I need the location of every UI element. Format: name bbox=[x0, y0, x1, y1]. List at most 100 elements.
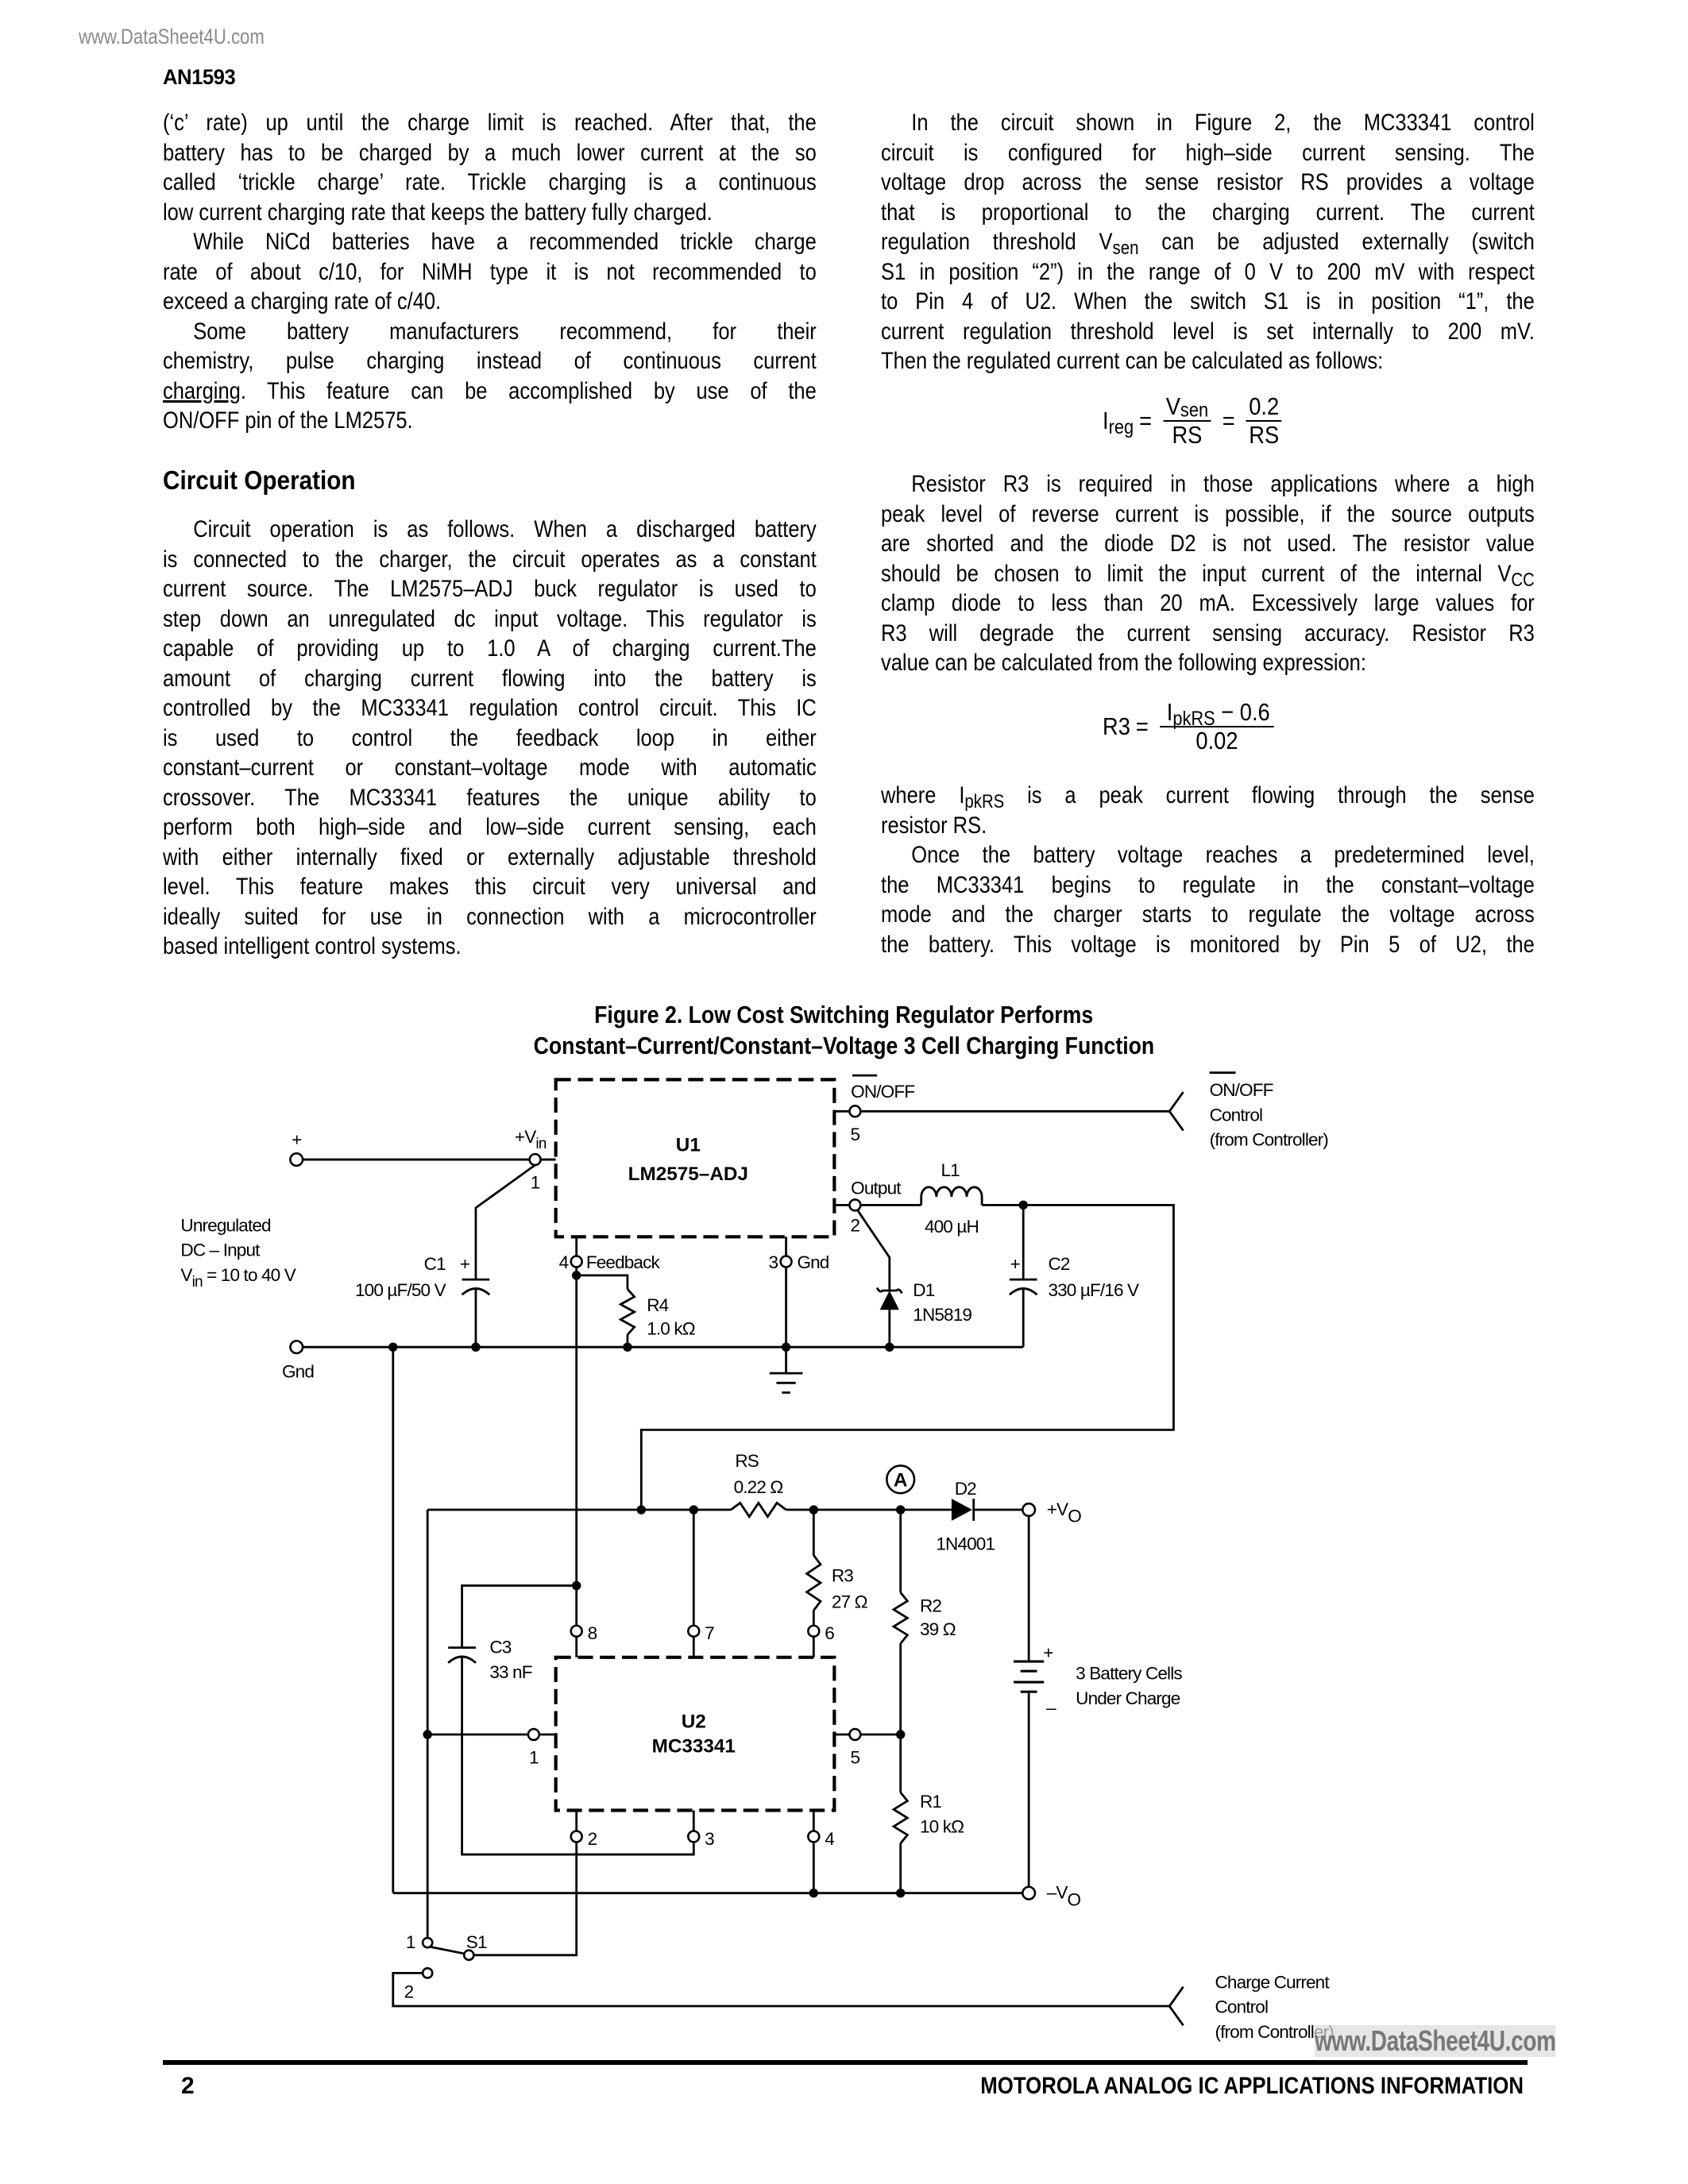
label: ON/OFF bbox=[1210, 1080, 1273, 1100]
inductor-l1 bbox=[920, 1186, 983, 1206]
pin-terminal bbox=[848, 1727, 862, 1742]
label: 330 µF/16 V bbox=[1048, 1280, 1139, 1300]
text-line: Once the battery voltage reaches a prede… bbox=[911, 842, 1535, 868]
wire-c3 bbox=[461, 1584, 695, 1856]
text-line: should be chosen to limit the input curr… bbox=[881, 559, 1535, 589]
junction-dot bbox=[895, 1888, 906, 1898]
label: 3 Battery Cells bbox=[1076, 1664, 1182, 1684]
eq-lhs: Ireg bbox=[1103, 407, 1134, 438]
eq-numerator: IpkRS − 0.6 bbox=[1159, 698, 1274, 729]
terminal-input-plus bbox=[289, 1152, 304, 1167]
text-line: that is proportional to the charging cur… bbox=[881, 199, 1535, 226]
equation-ireg: Ireg = Vsen RS = 0.2 RS bbox=[1103, 393, 1288, 449]
label: Under Charge bbox=[1076, 1688, 1180, 1708]
pin-label: 6 bbox=[825, 1623, 834, 1643]
text-line: the MC33341 begins to regulate in the co… bbox=[881, 871, 1535, 898]
watermark-top: www.DataSheet4U.com bbox=[79, 25, 265, 48]
text-line: In the circuit shown in Figure 2, the MC… bbox=[911, 110, 1535, 136]
junction-dot bbox=[636, 1505, 647, 1515]
text-line: current regulation threshold level is se… bbox=[881, 318, 1535, 345]
pin-label: 8 bbox=[588, 1623, 597, 1643]
eq-symbol: I bbox=[1166, 698, 1173, 726]
pin-label: 1 bbox=[529, 1747, 539, 1767]
text-line: chemistry, pulse charging instead of con… bbox=[163, 348, 817, 374]
pin-label: 5 bbox=[851, 1125, 860, 1144]
paragraph: (‘c’ rate) up until the charge limit is … bbox=[163, 108, 817, 227]
pin-terminal bbox=[570, 1830, 583, 1843]
text-line: the battery. This voltage is monitored b… bbox=[881, 931, 1535, 958]
watermark-bottom: www.DataSheet4U.com bbox=[1315, 2024, 1556, 2057]
text-line: perform both high–side and low–side curr… bbox=[163, 814, 817, 840]
switch-contact bbox=[421, 1966, 434, 1979]
text-line: is used to control the feedback loop in … bbox=[163, 724, 817, 751]
connector-arrow-icon bbox=[1168, 1091, 1184, 1132]
label: 2 bbox=[404, 1982, 414, 2002]
diode-d1 bbox=[879, 1291, 899, 1310]
eq-term: − 0.6 bbox=[1215, 698, 1270, 726]
text-line: where IpkRS is a peak current flowing th… bbox=[881, 781, 1535, 811]
junction-dot bbox=[571, 1580, 581, 1591]
capacitor-c2 bbox=[1008, 1278, 1038, 1296]
pin-terminal bbox=[687, 1624, 701, 1638]
label: V bbox=[180, 1265, 192, 1285]
caption-text: Figure 2. Low Cost Switching Regulator P… bbox=[594, 1001, 1094, 1028]
label: D2 bbox=[955, 1479, 976, 1499]
label-subscript: in bbox=[535, 1136, 546, 1152]
text-line: low current charging rate that keeps the… bbox=[163, 199, 713, 226]
text-segment: regulation threshold V bbox=[881, 229, 1113, 255]
text-line: circuit is configured for high–side curr… bbox=[881, 139, 1535, 166]
text-segment: can be adjusted externally (switch bbox=[1138, 229, 1535, 255]
label: + bbox=[460, 1254, 470, 1274]
circuit-labels: + +Vin 1 U1 LM2575–ADJ Unregulated DC – … bbox=[180, 1080, 1335, 2042]
text-line: step down an unregulated dc input voltag… bbox=[163, 605, 817, 632]
u1-block bbox=[554, 1078, 836, 1239]
switch-contact bbox=[462, 1949, 475, 1962]
paragraph: While NiCd batteries have a recommended … bbox=[163, 227, 817, 317]
label: R2 bbox=[920, 1596, 941, 1616]
label: 1N5819 bbox=[913, 1305, 971, 1325]
pin-label: 3 bbox=[768, 1252, 778, 1272]
text-line: capable of providing up to 1.0 A of char… bbox=[163, 635, 817, 662]
equation-r3: R3 = IpkRS − 0.6 0.02 bbox=[1103, 699, 1280, 754]
eq-equals: = bbox=[1139, 407, 1153, 434]
label: Unregulated bbox=[180, 1215, 271, 1235]
junction-dot bbox=[885, 1342, 894, 1352]
pin-terminal bbox=[527, 1727, 541, 1742]
label: Control bbox=[1210, 1105, 1263, 1125]
diode-d2 bbox=[951, 1499, 972, 1521]
text-line: While NiCd batteries have a recommended … bbox=[193, 229, 817, 255]
text-line: level. This feature makes this circuit v… bbox=[163, 874, 817, 900]
eq-symbol: V bbox=[1165, 392, 1180, 420]
text-line: clamp diode to less than 20 mA. Excessiv… bbox=[881, 590, 1535, 616]
label: C2 bbox=[1048, 1254, 1069, 1274]
label: 33 nF bbox=[489, 1662, 531, 1682]
label-subscript: O bbox=[1068, 1889, 1081, 1909]
pin-terminal bbox=[848, 1105, 862, 1118]
u2-part: MC33341 bbox=[652, 1736, 736, 1758]
junction-dot bbox=[781, 1342, 791, 1352]
wire-charge-current-control bbox=[392, 1971, 1170, 2008]
pin-label: 2 bbox=[588, 1829, 597, 1849]
text-line: battery has to be charged by a much lowe… bbox=[163, 139, 817, 166]
eq-fraction: IpkRS − 0.6 0.02 bbox=[1159, 698, 1274, 754]
pin-terminal bbox=[807, 1830, 821, 1843]
pin-label: 3 bbox=[705, 1829, 714, 1849]
figure-caption-line1: Figure 2. Low Cost Switching Regulator P… bbox=[0, 1001, 1688, 1029]
pin-terminal bbox=[528, 1152, 542, 1167]
text-line: regulation threshold Vsen can be adjuste… bbox=[881, 227, 1535, 257]
pin-label: 4 bbox=[825, 1829, 834, 1849]
label: +V bbox=[1047, 1499, 1068, 1519]
text-line: Then the regulated current can be calcul… bbox=[881, 348, 1384, 374]
wire-u2-top-pins bbox=[575, 1510, 815, 1657]
text-segment: . This feature can be accomplished by us… bbox=[240, 377, 817, 404]
label: 1N4001 bbox=[936, 1534, 995, 1553]
text-line: to Pin 4 of U2. When the switch S1 is in… bbox=[881, 288, 1535, 314]
paragraph: Circuit operation is as follows. When a … bbox=[163, 515, 817, 962]
text-line: S1 in position “2”) in the range of 0 V … bbox=[881, 258, 1535, 285]
eq-fraction: Vsen RS bbox=[1163, 393, 1211, 449]
eq-numerator: Vsen bbox=[1163, 393, 1211, 422]
overbar bbox=[852, 1071, 1236, 1077]
text-segment: where I bbox=[881, 782, 965, 808]
label: R4 bbox=[647, 1295, 668, 1315]
